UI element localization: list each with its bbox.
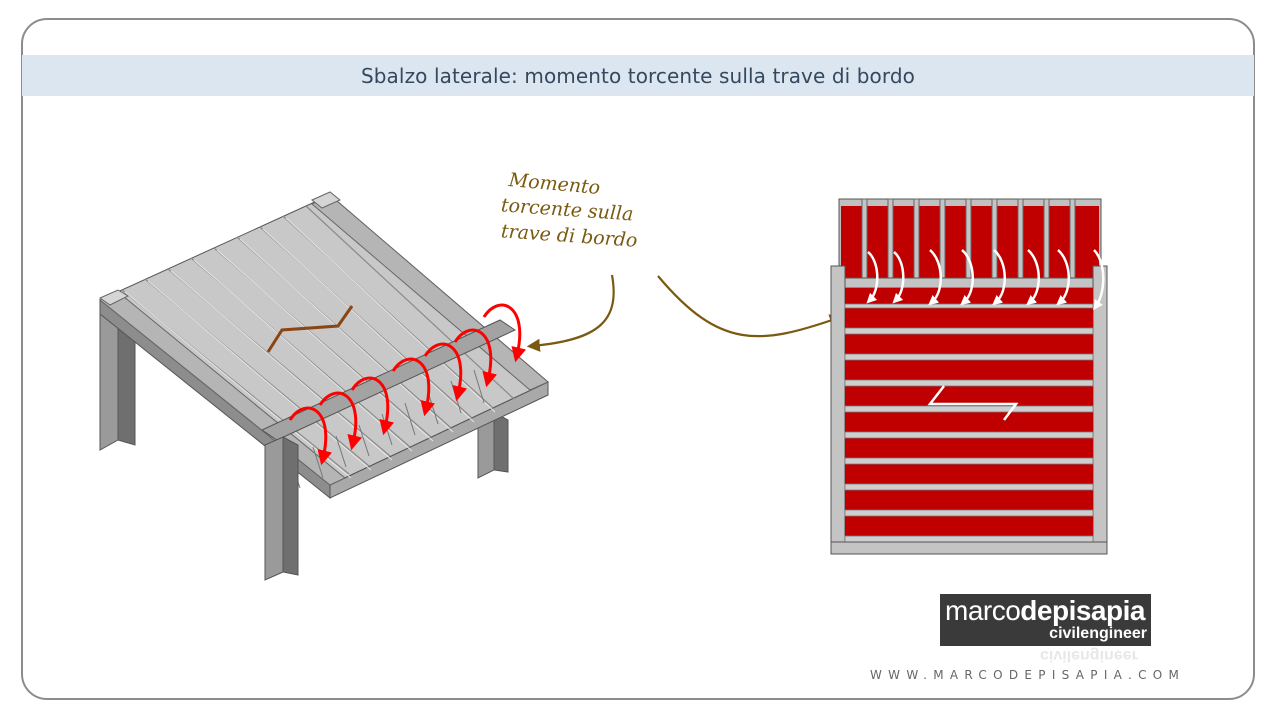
torsion-arrows-white bbox=[866, 249, 1105, 311]
annotation-note: Momento torcente sulla trave di bordo bbox=[497, 166, 667, 252]
logo-name-bold: depisapia bbox=[1020, 595, 1145, 626]
torsion-arrows-red bbox=[288, 303, 527, 466]
torsion-symbol-slab bbox=[266, 305, 354, 353]
leader-arrow-left bbox=[526, 274, 615, 352]
logo-subtitle: civilengineer bbox=[1049, 625, 1147, 642]
logo-name: marcodepisapia bbox=[945, 594, 1145, 628]
logo-reflection: civilengineer bbox=[1040, 647, 1138, 664]
isometric-structure bbox=[98, 191, 549, 581]
title-band: Sbalzo laterale: momento torcente sulla … bbox=[22, 55, 1254, 96]
column-front-left bbox=[264, 436, 299, 581]
website-url: WWW.MARCODEPISAPIA.COM bbox=[870, 668, 1186, 682]
torsion-symbol-plan bbox=[927, 385, 1019, 421]
leader-arrow-right bbox=[657, 275, 843, 338]
logo-name-light: marco bbox=[945, 595, 1021, 626]
plan-view bbox=[830, 198, 1108, 555]
slide-title: Sbalzo laterale: momento torcente sulla … bbox=[360, 63, 916, 88]
brand-logo: marcodepisapia civilengineer bbox=[940, 594, 1151, 646]
